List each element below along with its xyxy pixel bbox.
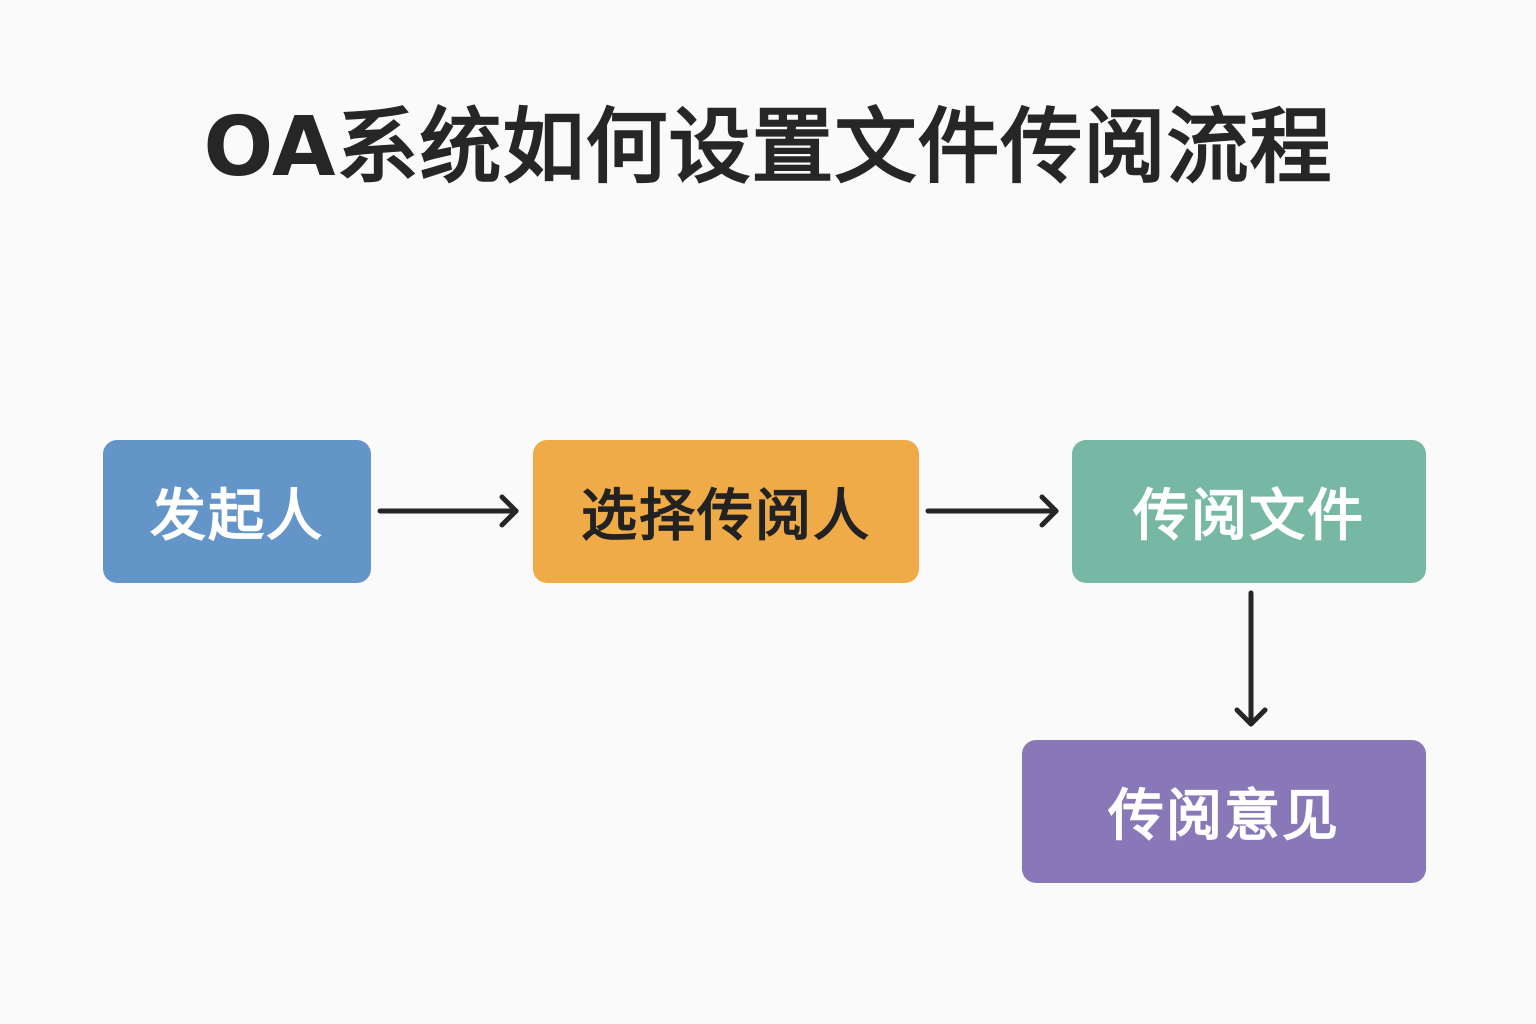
arrow-edge-circulate-to-opinion bbox=[1234, 590, 1268, 727]
node-initiator: 发起人 bbox=[103, 440, 371, 583]
node-circulate-file: 传阅文件 bbox=[1072, 440, 1426, 583]
arrow-edge-select-to-circulate bbox=[925, 494, 1059, 528]
node-label: 传阅意见 bbox=[1108, 784, 1340, 849]
arrow-edge-initiator-to-select bbox=[377, 494, 519, 528]
node-label: 发起人 bbox=[150, 484, 324, 549]
node-label: 选择传阅人 bbox=[581, 484, 871, 549]
diagram-title: OA系统如何设置文件传阅流程 bbox=[203, 100, 1333, 195]
node-circulation-opinion: 传阅意见 bbox=[1022, 740, 1426, 883]
node-select-recipients: 选择传阅人 bbox=[533, 440, 919, 583]
node-label: 传阅文件 bbox=[1133, 484, 1365, 549]
